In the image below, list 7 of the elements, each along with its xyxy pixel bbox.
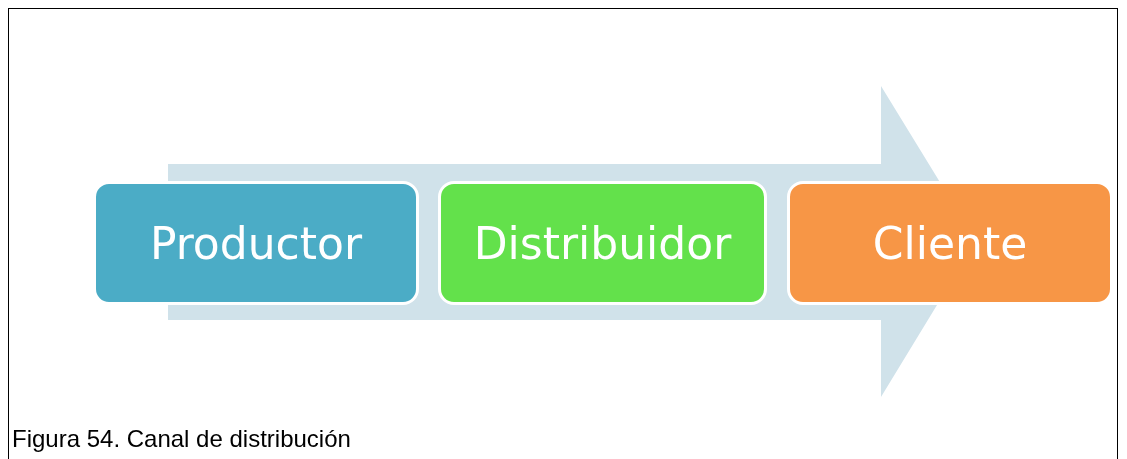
- process-box: [787, 181, 1113, 305]
- process-box: [438, 181, 767, 305]
- caption: Figura 54. Canal de distribución: [12, 425, 351, 453]
- box-label: Distribuidor: [473, 217, 732, 269]
- box-label: Cliente: [872, 217, 1028, 269]
- box-label: Productor: [149, 217, 363, 269]
- process-box: [93, 181, 419, 305]
